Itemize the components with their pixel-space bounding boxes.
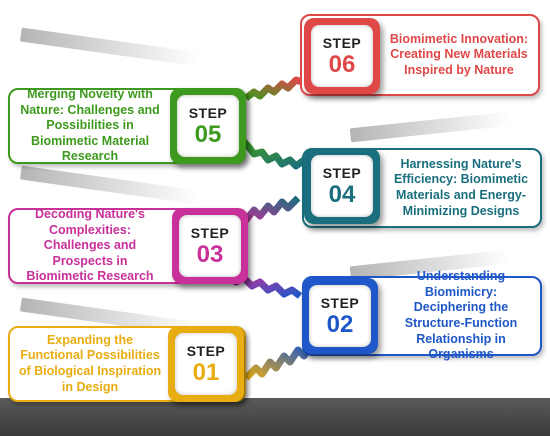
- step-02-number: 02: [326, 311, 354, 338]
- step-01-badge-inner: STEP 01: [175, 333, 237, 395]
- step-06-number: 06: [328, 51, 356, 78]
- step-06-text: Biomimetic Innovation: Creating New Mate…: [389, 31, 529, 77]
- step-01-label: STEP: [186, 343, 226, 359]
- step-01-card: Expanding the Functional Possibilities o…: [8, 326, 246, 402]
- step-05-number: 05: [194, 121, 222, 148]
- step-06-badge: STEP 06: [304, 18, 380, 94]
- connector-01-02: [243, 344, 314, 381]
- step-02-badge: STEP 02: [302, 278, 378, 354]
- step-03-badge-inner: STEP 03: [179, 215, 241, 277]
- step-05-badge: STEP 05: [170, 88, 246, 164]
- step-02-text: Understanding Biomimicry: Deciphering th…: [404, 269, 518, 362]
- step-01-number: 01: [192, 359, 220, 386]
- step-02-label: STEP: [320, 295, 360, 311]
- step-03-number: 03: [196, 241, 224, 268]
- step-04-badge-inner: STEP 04: [311, 155, 373, 217]
- step-04-badge: STEP 04: [304, 148, 380, 224]
- step-03-label: STEP: [190, 225, 230, 241]
- step-01-badge: STEP 01: [168, 326, 244, 402]
- floor: [0, 398, 550, 436]
- step-06-badge-inner: STEP 06: [311, 25, 373, 87]
- step-04-label: STEP: [322, 165, 362, 181]
- step-02-badge-inner: STEP 02: [309, 285, 371, 347]
- step-03-badge: STEP 03: [172, 208, 248, 284]
- step-05-label: STEP: [188, 105, 228, 121]
- step-05-text: Merging Novelty with Nature: Challenges …: [20, 86, 160, 164]
- step-06-label: STEP: [322, 35, 362, 51]
- connector-04-05: [241, 139, 307, 170]
- step-01-text: Expanding the Functional Possibilities o…: [18, 332, 162, 394]
- step-04-text: Harnessing Nature's Efficiency: Biomimet…: [393, 156, 529, 218]
- step-03-text: Decoding Nature's Complexities: Challeng…: [26, 206, 154, 284]
- connector-05-06: [243, 76, 304, 101]
- step-05-badge-inner: STEP 05: [177, 95, 239, 157]
- step-04-number: 04: [328, 181, 356, 208]
